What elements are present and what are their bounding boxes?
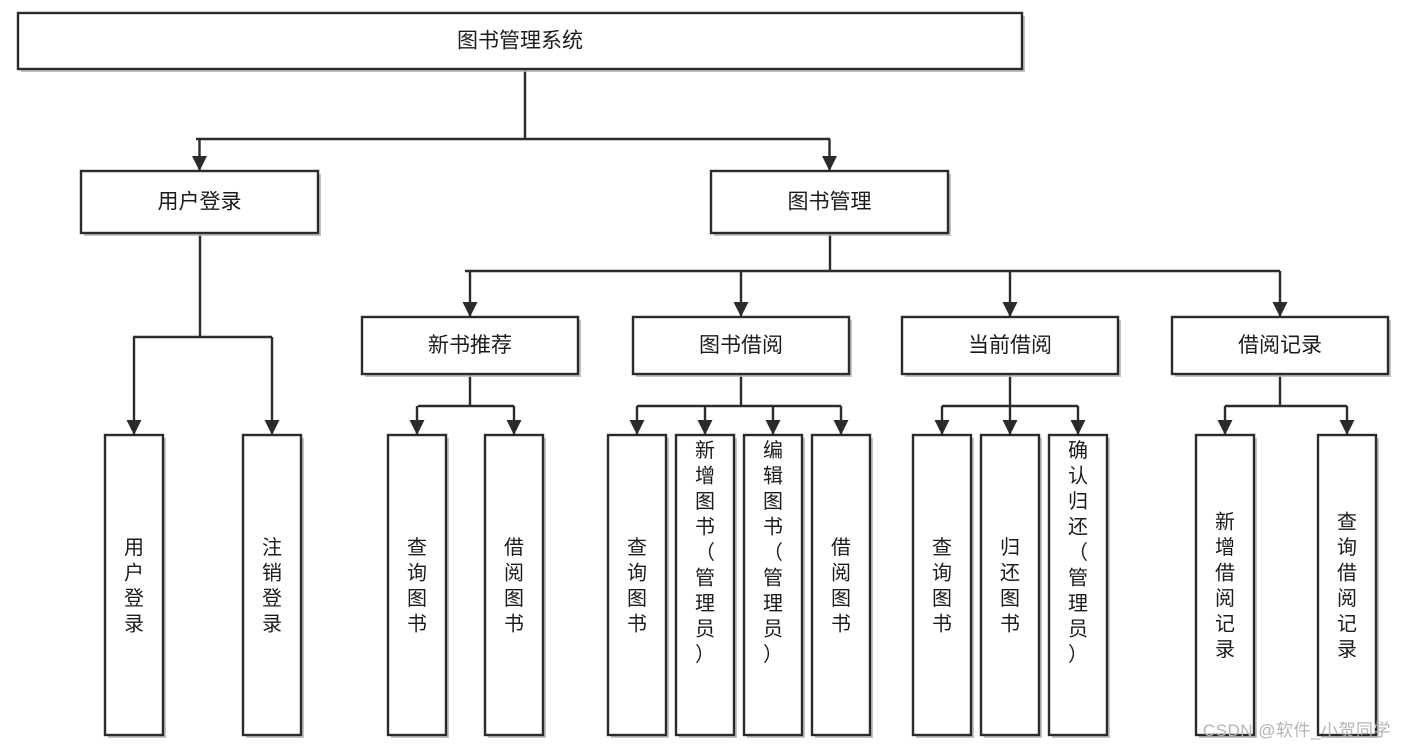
node-box[interactable] (674, 433, 736, 737)
node-leaf-borrow-book-1[interactable]: 借阅图书 (483, 433, 546, 738)
node-label: 图书借阅 (699, 334, 783, 357)
edge-arrowhead (506, 420, 522, 435)
csdn-watermark: CSDN @软件_小贺同学 (1202, 721, 1391, 740)
node-label: 新增借阅记录 (1215, 510, 1235, 661)
node-box[interactable] (16, 11, 1024, 71)
node-box[interactable] (911, 433, 973, 737)
node-box[interactable] (386, 433, 448, 737)
node-leaf-edit-book[interactable]: 编辑图书（管理员） (742, 433, 805, 738)
edge-arrowhead (409, 420, 425, 435)
node-label: 借阅图书 (504, 536, 524, 636)
edge-arrowhead (822, 156, 837, 171)
node-label: 编辑图书（管理员） (763, 439, 783, 666)
edge-arrowhead (264, 420, 280, 435)
node-label: 用户登录 (158, 191, 242, 214)
node-leaf-add-record[interactable]: 新增借阅记录 (1194, 433, 1257, 738)
node-leaf-query-book-2[interactable]: 查询图书 (606, 433, 669, 738)
node-box[interactable] (709, 169, 950, 235)
edge-arrowhead (1070, 420, 1086, 435)
edge-arrowhead (934, 420, 950, 435)
node-label: 查询借阅记录 (1337, 510, 1357, 661)
edge-arrowhead (833, 420, 849, 435)
node-box[interactable] (360, 315, 580, 376)
node-label: 当前借阅 (968, 334, 1052, 357)
node-leaf-query-book-3[interactable]: 查询图书 (911, 433, 974, 738)
edges-layer (126, 69, 1355, 435)
node-label: 用户登录 (124, 537, 144, 636)
node-label: 图书管理 (788, 191, 872, 214)
edge-arrowhead (1339, 420, 1355, 435)
node-leaf-add-book[interactable]: 新增图书（管理员） (674, 433, 737, 738)
node-box[interactable] (1194, 433, 1256, 737)
node-label: 借阅记录 (1238, 334, 1322, 357)
edge-arrowhead (126, 420, 142, 435)
node-label: 借阅图书 (831, 536, 851, 636)
node-label: 归还图书 (1000, 536, 1020, 636)
node-user-login[interactable]: 用户登录 (79, 169, 321, 236)
edge-arrowhead (192, 156, 207, 171)
node-leaf-query-book-1[interactable]: 查询图书 (386, 433, 449, 738)
node-box[interactable] (900, 315, 1120, 376)
node-leaf-query-record[interactable]: 查询借阅记录 (1316, 433, 1379, 738)
edge-arrowhead (629, 420, 645, 435)
edge-arrowhead (1002, 420, 1018, 435)
node-label: 查询图书 (932, 536, 952, 636)
node-box[interactable] (483, 433, 545, 737)
node-box[interactable] (1170, 315, 1390, 376)
node-new-book-rec[interactable]: 新书推荐 (360, 315, 581, 377)
node-book-borrow[interactable]: 图书借阅 (631, 315, 852, 377)
node-label: 查询图书 (407, 536, 427, 636)
edge-arrowhead (1002, 302, 1018, 317)
node-leaf-confirm-return[interactable]: 确认归还（管理员） (1047, 433, 1110, 738)
node-leaf-borrow-book-2[interactable]: 借阅图书 (810, 433, 873, 738)
edge-arrowhead (697, 420, 713, 435)
edge-arrowhead (765, 420, 781, 435)
node-borrow-record[interactable]: 借阅记录 (1170, 315, 1391, 377)
node-label: 注销登录 (262, 536, 282, 636)
node-box[interactable] (979, 433, 1041, 737)
node-book-manage[interactable]: 图书管理 (709, 169, 951, 236)
edge-arrowhead (1272, 302, 1288, 317)
node-box[interactable] (1047, 433, 1109, 737)
node-label: 查询图书 (627, 536, 647, 636)
node-box[interactable] (1316, 433, 1378, 737)
node-box[interactable] (810, 433, 872, 737)
node-box[interactable] (606, 433, 668, 737)
node-label: 图书管理系统 (457, 30, 583, 53)
nodes-layer: 图书管理系统用户登录图书管理新书推荐图书借阅当前借阅借阅记录用户登录注销登录查询… (16, 11, 1391, 738)
node-box[interactable] (241, 433, 303, 737)
node-leaf-return-book[interactable]: 归还图书 (979, 433, 1042, 738)
node-current-borrow[interactable]: 当前借阅 (900, 315, 1121, 377)
node-box[interactable] (103, 433, 165, 737)
edge-arrowhead (733, 302, 749, 317)
node-root[interactable]: 图书管理系统 (16, 11, 1025, 72)
node-box[interactable] (631, 315, 851, 376)
node-label: 新增图书（管理员） (695, 439, 715, 666)
edge-arrowhead (462, 302, 478, 317)
node-label: 新书推荐 (428, 334, 512, 357)
node-leaf-logout[interactable]: 注销登录 (241, 433, 304, 738)
node-box[interactable] (79, 169, 320, 235)
node-leaf-user-login[interactable]: 用户登录 (103, 433, 166, 738)
node-box[interactable] (742, 433, 804, 737)
edge-arrowhead (1217, 420, 1233, 435)
node-label: 确认归还（管理员） (1068, 439, 1088, 666)
